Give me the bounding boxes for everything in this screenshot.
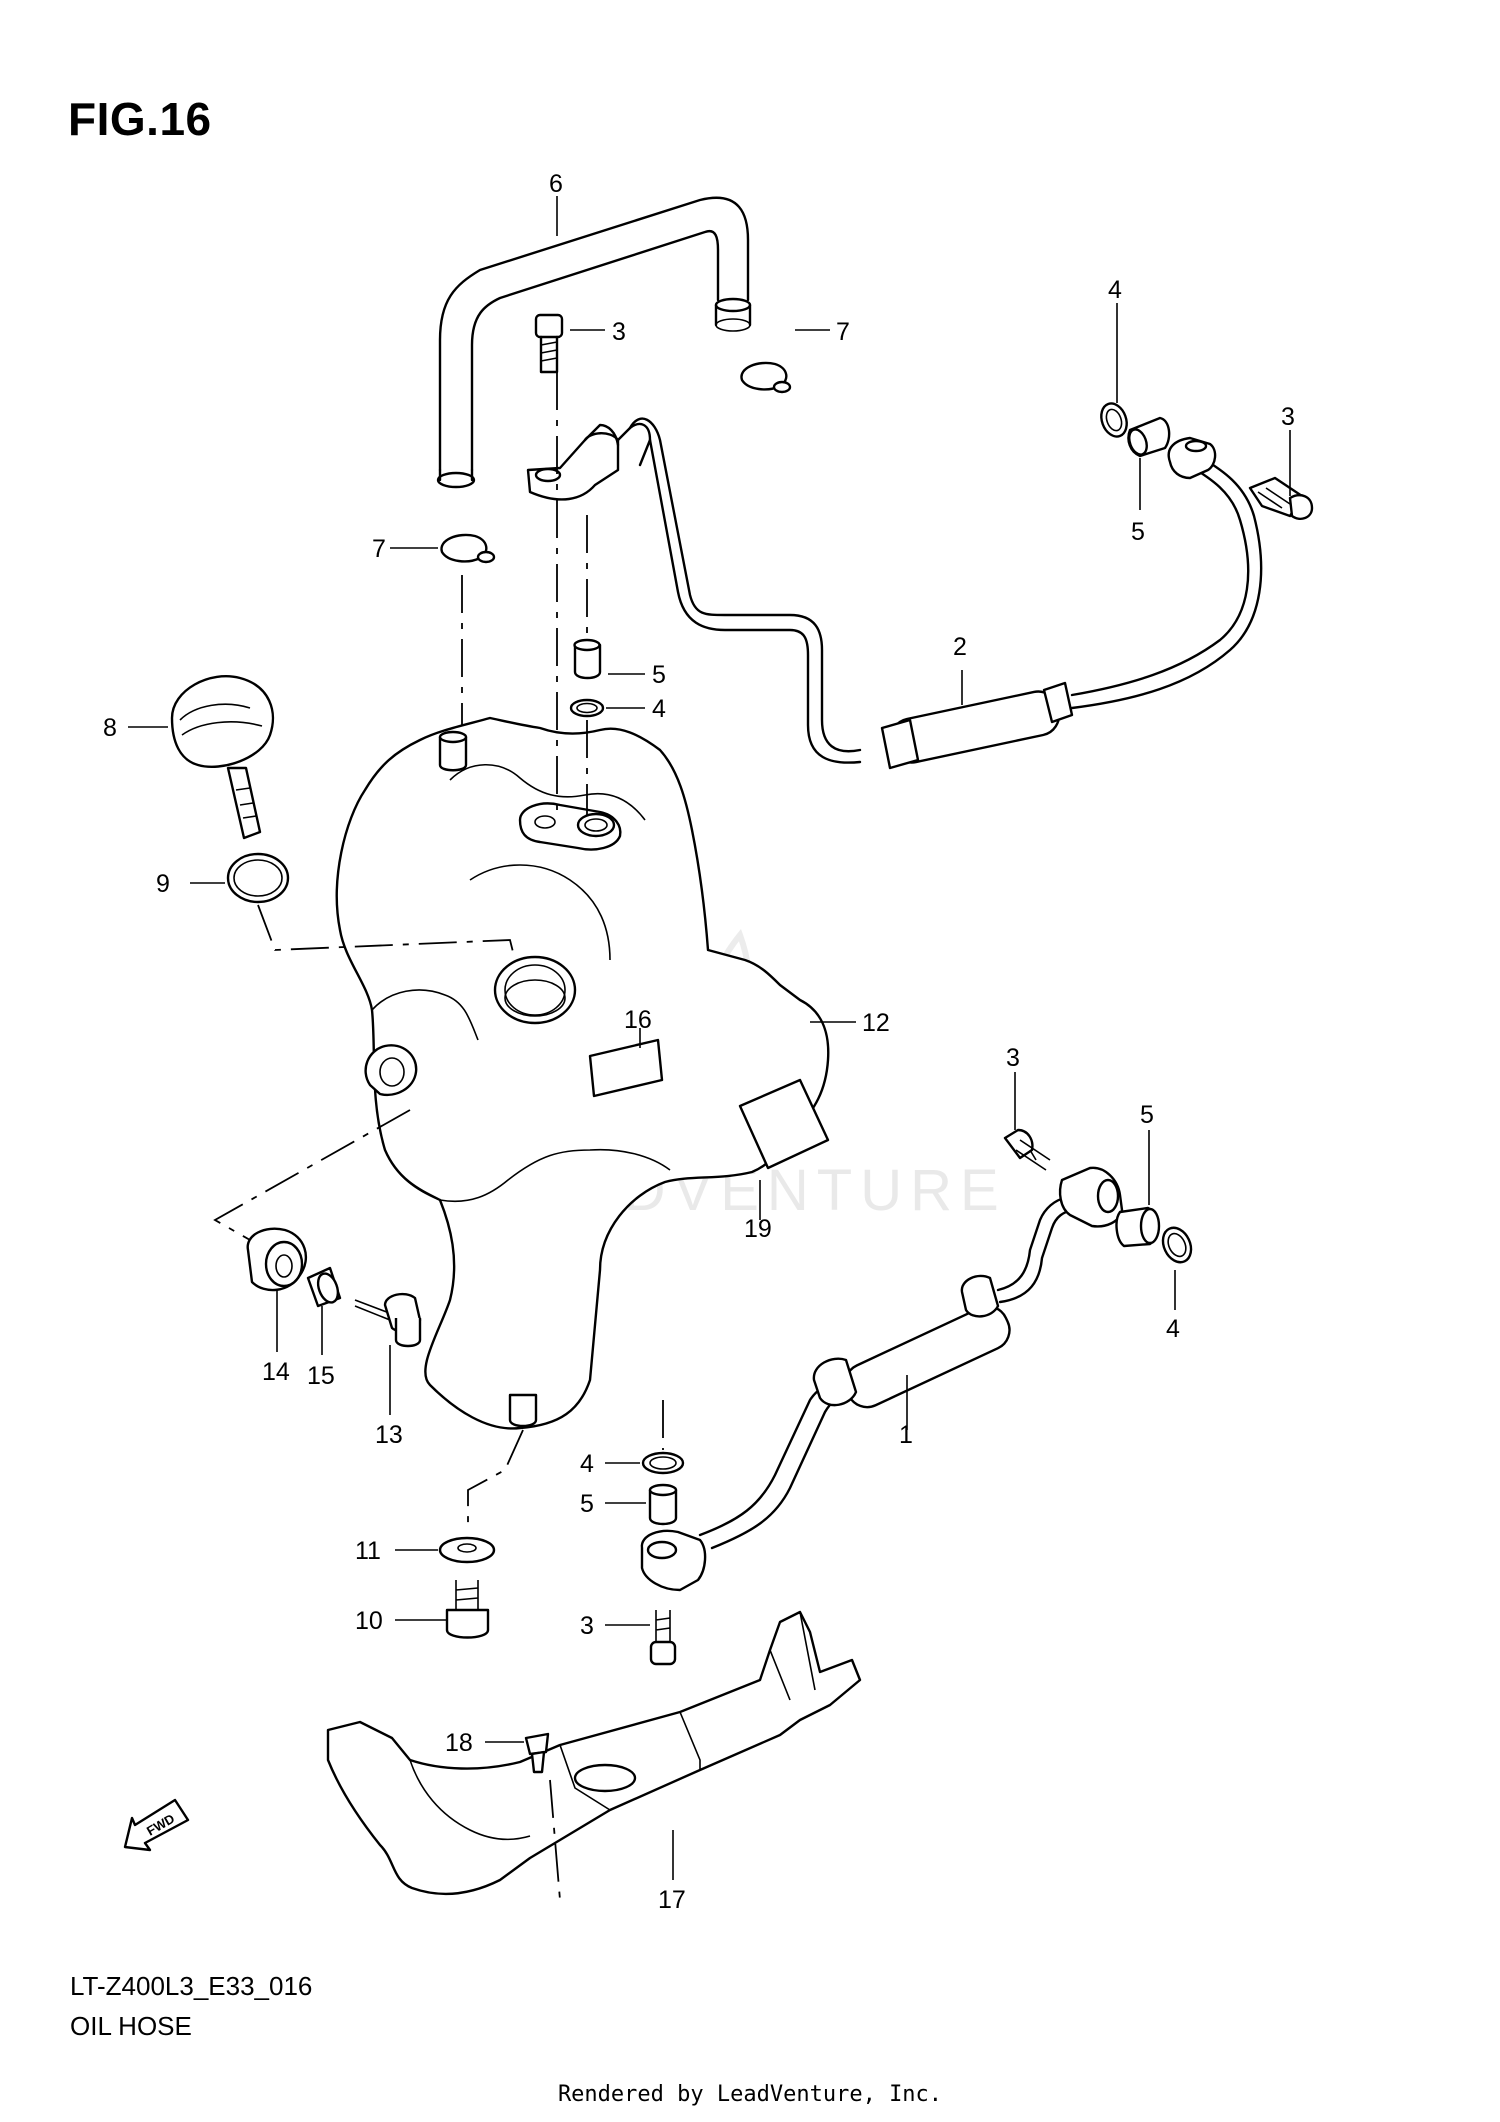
bottom-ring-collar-bolt: [641, 1451, 685, 1666]
callout-16: 16: [624, 1006, 652, 1034]
callout-3: 3: [1006, 1044, 1020, 1072]
callout-12: 12: [862, 1009, 890, 1037]
section-name: OIL HOSE: [70, 2011, 192, 2041]
callout-3: 3: [580, 1612, 594, 1640]
lower-oil-hose-part-1: [640, 1166, 1124, 1592]
callout-5: 5: [580, 1490, 594, 1518]
bolt-part-13: [354, 1292, 422, 1348]
vent-hose-part-6: [436, 196, 752, 489]
upper-right-ring-collar-bolt: [1100, 402, 1314, 520]
skid-plate-part-17: [326, 1610, 862, 1896]
assembly-dash-lines: [213, 372, 664, 1901]
clip-part-7-left: [440, 533, 496, 564]
callout-1: 1: [899, 1421, 913, 1449]
callout-3: 3: [612, 318, 626, 346]
clip-part-18: [524, 1732, 550, 1774]
callout-11: 11: [355, 1537, 381, 1565]
callout-19: 19: [744, 1215, 772, 1243]
callout-2: 2: [953, 633, 967, 661]
callout-15: 15: [307, 1362, 335, 1390]
callout-5: 5: [1131, 518, 1145, 546]
upper-oil-hose-part-2: [628, 417, 1263, 770]
callout-7: 7: [836, 318, 850, 346]
o-ring-part-9: [226, 852, 290, 904]
callout-3: 3: [1281, 403, 1295, 431]
callout-4: 4: [652, 695, 666, 723]
callout-13: 13: [375, 1421, 403, 1449]
model-code: LT-Z400L3_E33_016: [70, 1971, 313, 2001]
filler-cap-part-8: [170, 675, 275, 840]
drain-bolt-part-10: [445, 1580, 490, 1639]
center-collar-ring: [569, 638, 605, 718]
clip-part-7-top: [740, 361, 792, 394]
callout-4: 4: [1166, 1315, 1180, 1343]
callout-5: 5: [652, 661, 666, 689]
callout-7: 7: [372, 535, 386, 563]
middle-right-bolt-collar-ring: [1003, 1128, 1193, 1264]
washer-part-11: [438, 1536, 496, 1564]
upper-banjo-fitting: [526, 313, 652, 501]
callout-14: 14: [262, 1358, 290, 1386]
callout-6: 6: [549, 170, 563, 198]
grommet-part-14: [246, 1227, 308, 1292]
callout-9: 9: [156, 870, 170, 898]
fwd-arrow-icon: FWD: [123, 1798, 190, 1852]
callout-18: 18: [445, 1729, 473, 1757]
callout-17: 17: [658, 1886, 686, 1914]
callout-4: 4: [580, 1450, 594, 1478]
callout-8: 8: [103, 714, 117, 742]
collar-part-15: [306, 1266, 342, 1308]
callout-4: 4: [1108, 276, 1122, 304]
rendered-by-credit: Rendered by LeadVenture, Inc.: [557, 2082, 943, 2107]
oil-tank-part-12: [335, 716, 830, 1430]
leader-lines: [128, 196, 1291, 1880]
figure-title: FIG.16: [68, 93, 212, 145]
callout-labels: 6 3 7 4 3 5 7 5 4 2 8 9 16 12 3 5 19 4 1…: [103, 170, 1295, 1914]
callout-10: 10: [355, 1607, 383, 1635]
callout-5: 5: [1140, 1101, 1154, 1129]
